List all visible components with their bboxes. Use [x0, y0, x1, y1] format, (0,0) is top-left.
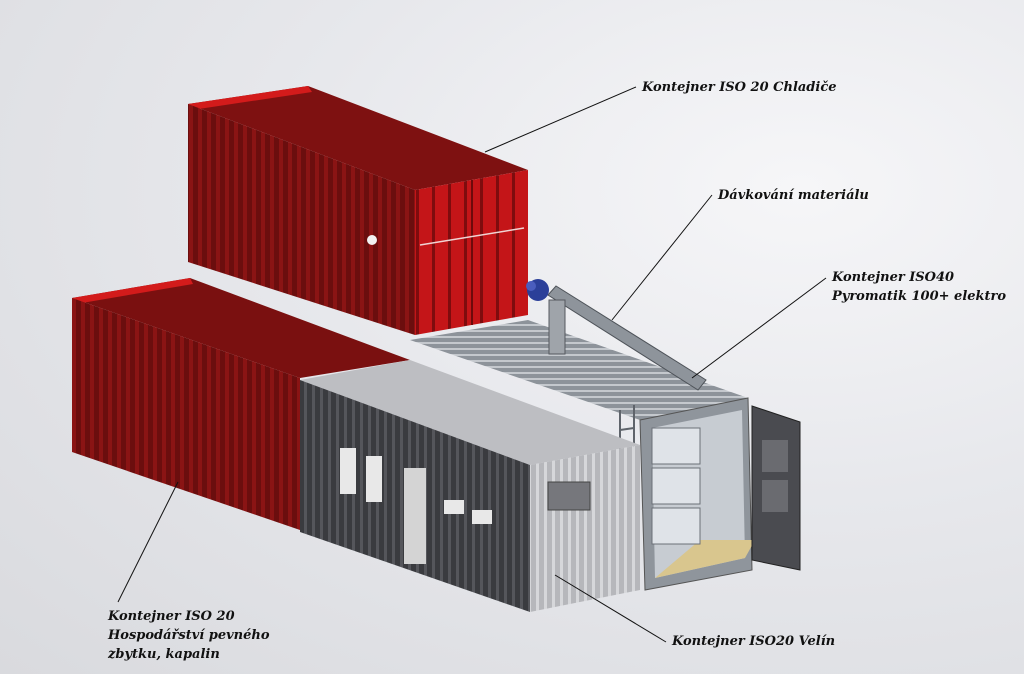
upper-container-top-edge — [188, 86, 312, 110]
auger-tube — [547, 285, 707, 391]
door-panel-a — [762, 440, 788, 472]
label-chladice-text: Kontejner ISO 20 Chladiče — [642, 80, 837, 95]
window-2 — [366, 456, 382, 502]
leader-pyromatik — [691, 277, 827, 379]
upper-red-container — [188, 86, 528, 335]
leader-velin — [554, 574, 667, 643]
side-port — [367, 235, 377, 245]
label-pyromatik-line2: Pyromatik 100+ elektro — [832, 289, 1007, 304]
upper-container-top — [188, 86, 528, 190]
control-room-container — [300, 360, 640, 612]
lower-container-top — [72, 278, 410, 378]
label-velin-text: Kontejner ISO20 Velín — [672, 634, 836, 649]
leader-lines — [117, 86, 827, 643]
label-chladice: Kontejner ISO 20 Chladiče — [642, 78, 837, 97]
iso40-roof-grating — [410, 320, 748, 420]
ac-unit — [547, 481, 591, 511]
label-hospodarstvi-line1: Kontejner ISO 20 — [108, 609, 235, 624]
door-panel-b — [762, 480, 788, 512]
auger-support — [548, 299, 566, 355]
label-pyromatik-line1: Kontejner ISO40 — [832, 270, 955, 285]
window-3 — [444, 500, 464, 514]
material-dosing-auger — [526, 279, 707, 391]
label-davkovani: Dávkování materiálu — [718, 186, 869, 205]
window-4 — [472, 510, 492, 524]
auger-motor-cap — [526, 281, 536, 291]
label-velin: Kontejner ISO20 Velín — [672, 632, 835, 651]
leader-hospodarstvi — [117, 481, 179, 603]
label-hospodarstvi: Kontejner ISO 20 Hospodářství pevného zb… — [108, 607, 270, 664]
machine-unit-1 — [651, 427, 701, 465]
lower-container-side — [72, 298, 300, 530]
label-hospodarstvi-line3: zbytku, kapalin — [108, 647, 220, 662]
iso40-floor — [655, 540, 755, 578]
leader-davkovani — [611, 194, 713, 321]
upper-container-side — [188, 104, 415, 335]
iso40-frame-container — [410, 320, 801, 591]
label-pyromatik: Kontejner ISO40 Pyromatik 100+ elektro — [832, 268, 1006, 306]
machine-unit-2 — [651, 467, 701, 505]
control-room-roof — [300, 360, 640, 465]
machine-unit-3 — [651, 507, 701, 545]
door-bar — [419, 227, 525, 246]
door — [404, 468, 426, 564]
label-davkovani-text: Dávkování materiálu — [718, 188, 869, 203]
leader-chladice — [484, 86, 637, 153]
lower-container-top-edge — [72, 278, 193, 304]
control-room-end — [530, 445, 640, 612]
label-hospodarstvi-line2: Hospodářství pevného — [108, 628, 270, 643]
window-1 — [340, 448, 356, 494]
lower-left-red-container — [72, 278, 410, 530]
